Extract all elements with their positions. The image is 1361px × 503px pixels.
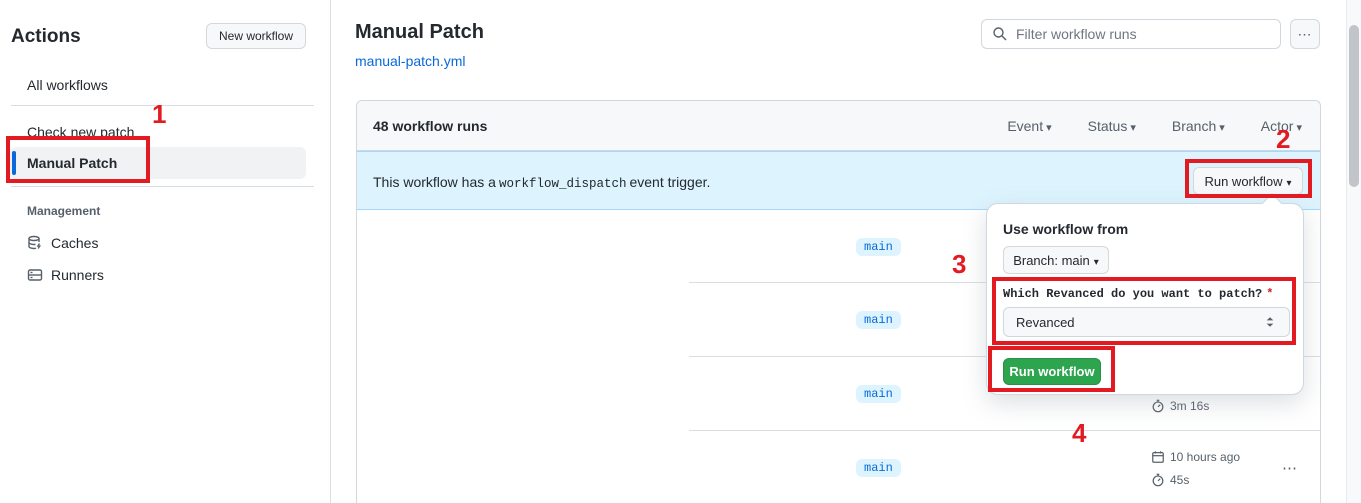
run-workflow-submit-button[interactable]: Run workflow <box>1003 358 1101 385</box>
cache-icon <box>28 235 42 250</box>
active-accent-bar <box>12 151 16 175</box>
search-icon <box>993 27 1007 41</box>
run-date: 10 hours ago <box>1151 450 1240 464</box>
sidebar-item-label: Caches <box>51 235 99 251</box>
chevron-down-icon: ▾ <box>1296 121 1302 134</box>
run-kebab-button[interactable]: ⋯ <box>1282 460 1299 477</box>
chevron-down-icon: ▾ <box>1046 121 1052 134</box>
workflows-sidebar: Actions New workflow All workflows Check… <box>0 0 331 503</box>
sidebar-divider <box>11 105 314 106</box>
revanced-select[interactable]: Revanced <box>1003 307 1290 337</box>
run-workflow-popup: Use workflow from Branch: main▾ Which Re… <box>986 193 1304 395</box>
selected-option: Revanced <box>1016 314 1075 330</box>
status-filter-dropdown[interactable]: Status▾ <box>1087 117 1136 134</box>
stopwatch-icon <box>1152 473 1164 487</box>
workflow-file-link[interactable]: manual-patch.yml <box>355 53 466 69</box>
branch-badge[interactable]: main <box>856 385 901 403</box>
stopwatch-icon <box>1152 399 1164 413</box>
runners-icon <box>27 269 43 281</box>
up-down-arrows-icon <box>1266 317 1274 327</box>
chevron-down-icon: ▾ <box>1286 177 1292 189</box>
workflow-dispatch-code: workflow_dispatch <box>498 177 627 191</box>
chevron-down-icon: ▾ <box>1130 121 1136 134</box>
required-asterisk: * <box>1266 287 1274 301</box>
runs-filters: Event▾ Status▾ Branch▾ Actor▾ <box>1007 101 1302 150</box>
chevron-down-icon: ▾ <box>1093 256 1099 268</box>
workflow-options-kebab-button[interactable]: ⋯ <box>1290 19 1320 49</box>
filter-workflow-runs-input[interactable] <box>1016 26 1270 42</box>
sidebar-header: Actions New workflow <box>0 0 330 60</box>
calendar-icon <box>1152 451 1164 463</box>
workflow-run-row[interactable]: main 3m 16s <box>357 357 1320 431</box>
row-divider <box>689 430 1320 431</box>
scrollbar-thumb[interactable] <box>1349 25 1359 187</box>
sidebar-item-all-workflows[interactable]: All workflows <box>27 77 108 93</box>
sidebar-item-runners[interactable]: Runners <box>27 267 104 283</box>
workflow-runs-count: 48 workflow runs <box>373 117 488 134</box>
popup-title: Use workflow from <box>1003 221 1129 237</box>
new-workflow-button[interactable]: New workflow <box>206 23 306 49</box>
event-filter-dropdown[interactable]: Event▾ <box>1007 117 1052 134</box>
management-section-label: Management <box>27 204 101 218</box>
run-duration: 45s <box>1151 473 1189 487</box>
sidebar-divider <box>11 186 314 187</box>
run-workflow-dropdown-button[interactable]: Run workflow▾ <box>1193 167 1303 195</box>
workflow-runs-table: 48 workflow runs Event▾ Status▾ Branch▾ … <box>356 100 1321 503</box>
filter-workflow-runs-box <box>981 19 1281 49</box>
page-title: Manual Patch <box>355 21 484 43</box>
chevron-down-icon: ▾ <box>1219 121 1225 134</box>
workflow-input-label: Which Revanced do you want to patch?* <box>1003 287 1274 301</box>
sidebar-title: Actions <box>11 26 81 47</box>
sidebar-item-manual-patch[interactable]: Manual Patch <box>10 147 306 179</box>
branch-badge[interactable]: main <box>856 311 901 329</box>
sidebar-item-caches[interactable]: Caches <box>27 235 98 251</box>
run-meta: 3m 16s <box>1151 357 1281 431</box>
run-meta: 10 hours ago 45s <box>1151 431 1281 503</box>
branch-badge[interactable]: main <box>856 458 901 477</box>
vertical-scrollbar[interactable] <box>1346 0 1361 503</box>
runs-table-header: 48 workflow runs Event▾ Status▾ Branch▾ … <box>357 101 1320 151</box>
branch-filter-dropdown[interactable]: Branch▾ <box>1171 117 1225 134</box>
sidebar-item-label: Manual Patch <box>27 155 118 171</box>
workflow-run-row[interactable]: main 10 hours ago <box>357 431 1320 503</box>
branch-badge[interactable]: main <box>856 237 901 256</box>
run-duration: 3m 16s <box>1151 399 1209 413</box>
branch-selector-button[interactable]: Branch: main▾ <box>1003 246 1109 274</box>
sidebar-item-check-new-patch[interactable]: Check new patch <box>27 124 135 140</box>
sidebar-item-label: Runners <box>51 267 104 283</box>
actor-filter-dropdown[interactable]: Actor▾ <box>1260 117 1302 134</box>
